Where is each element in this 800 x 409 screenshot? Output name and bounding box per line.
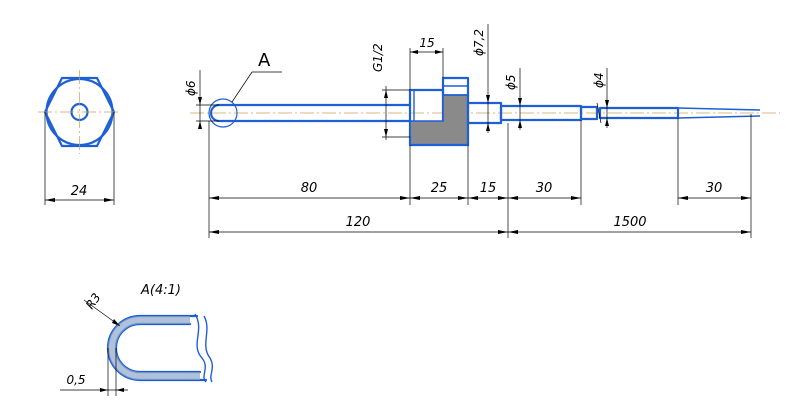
probe-tube xyxy=(209,103,412,123)
probe-total-length-label: 120 xyxy=(346,215,371,230)
dimension-arrow xyxy=(384,129,388,137)
dimension-arrow xyxy=(435,50,443,54)
dimension-arrow xyxy=(518,120,522,128)
detail-title: A(4:1) xyxy=(140,283,181,298)
dimension-arrow xyxy=(468,196,478,200)
dimension-arrow xyxy=(741,196,751,200)
dimension-arrow xyxy=(508,196,518,200)
end-view: 24 xyxy=(38,70,121,205)
dimension-arrow xyxy=(112,319,120,326)
dimension-arrow xyxy=(104,198,114,202)
cable-wire xyxy=(677,115,761,119)
cable-wire xyxy=(677,107,761,111)
dimension-arrow xyxy=(198,121,202,129)
stem-end xyxy=(579,105,599,121)
dimension-arrow xyxy=(518,98,522,106)
cable xyxy=(598,106,680,120)
nut-width-label: 15 xyxy=(419,36,434,50)
cable-total-length-label: 1500 xyxy=(613,215,646,230)
probe-length-label: 80 xyxy=(301,181,318,196)
detail-wall-hatch xyxy=(108,316,200,380)
radius-label: R3 xyxy=(83,291,104,312)
dimension-arrow xyxy=(100,388,108,392)
dimension-arrow xyxy=(508,230,518,234)
collar-length-label: 15 xyxy=(480,181,497,196)
dimension-arrow xyxy=(605,100,609,108)
detail-view: A(4:1) R3 0,5 xyxy=(60,283,213,396)
stem-length-label: 30 xyxy=(536,181,553,196)
collar-diameter-label: ϕ7,2 xyxy=(472,29,486,56)
callout-leader xyxy=(231,71,253,103)
main-view: A ϕ6 G1/2 xyxy=(184,24,780,238)
dimension-arrow xyxy=(209,196,219,200)
wall-thickness-label: 0,5 xyxy=(66,373,85,387)
dimension-arrow xyxy=(486,123,490,131)
detail-break-line xyxy=(203,315,213,383)
dimension-arrow xyxy=(384,90,388,98)
across-flats-label: 24 xyxy=(71,184,88,199)
dimension-arrow xyxy=(605,118,609,126)
dimension-arrow xyxy=(410,50,418,54)
detail-a-callout-circle xyxy=(208,98,238,128)
detail-inner-contour xyxy=(114,322,202,374)
break-line xyxy=(596,102,602,124)
tip-diameter-label: ϕ6 xyxy=(184,80,198,96)
dimension-arrow xyxy=(45,198,55,202)
thread-label: G1/2 xyxy=(371,43,385,72)
cable-end-length-label: 30 xyxy=(706,181,723,196)
dimension-arrow xyxy=(198,97,202,105)
dimension-arrow xyxy=(741,230,751,234)
dimension-arrow xyxy=(209,230,219,234)
dimension-arrow xyxy=(486,95,490,103)
detail-callout-letter: A xyxy=(258,50,271,71)
thread-body-length-label: 25 xyxy=(431,181,448,196)
dimension-arrow xyxy=(571,196,581,200)
dimension-arrow xyxy=(116,388,124,392)
dimension-arrow xyxy=(458,196,468,200)
dimension-arrow xyxy=(410,196,420,200)
detail-break-line xyxy=(194,313,207,383)
cable-diameter-label: ϕ4 xyxy=(592,72,606,88)
dimension-arrow xyxy=(400,196,410,200)
stem-diameter-label: ϕ5 xyxy=(504,74,518,90)
dimension-arrow xyxy=(498,230,508,234)
section-hatch xyxy=(409,94,469,146)
dimension-arrow xyxy=(678,196,688,200)
dimension-arrow xyxy=(498,196,508,200)
